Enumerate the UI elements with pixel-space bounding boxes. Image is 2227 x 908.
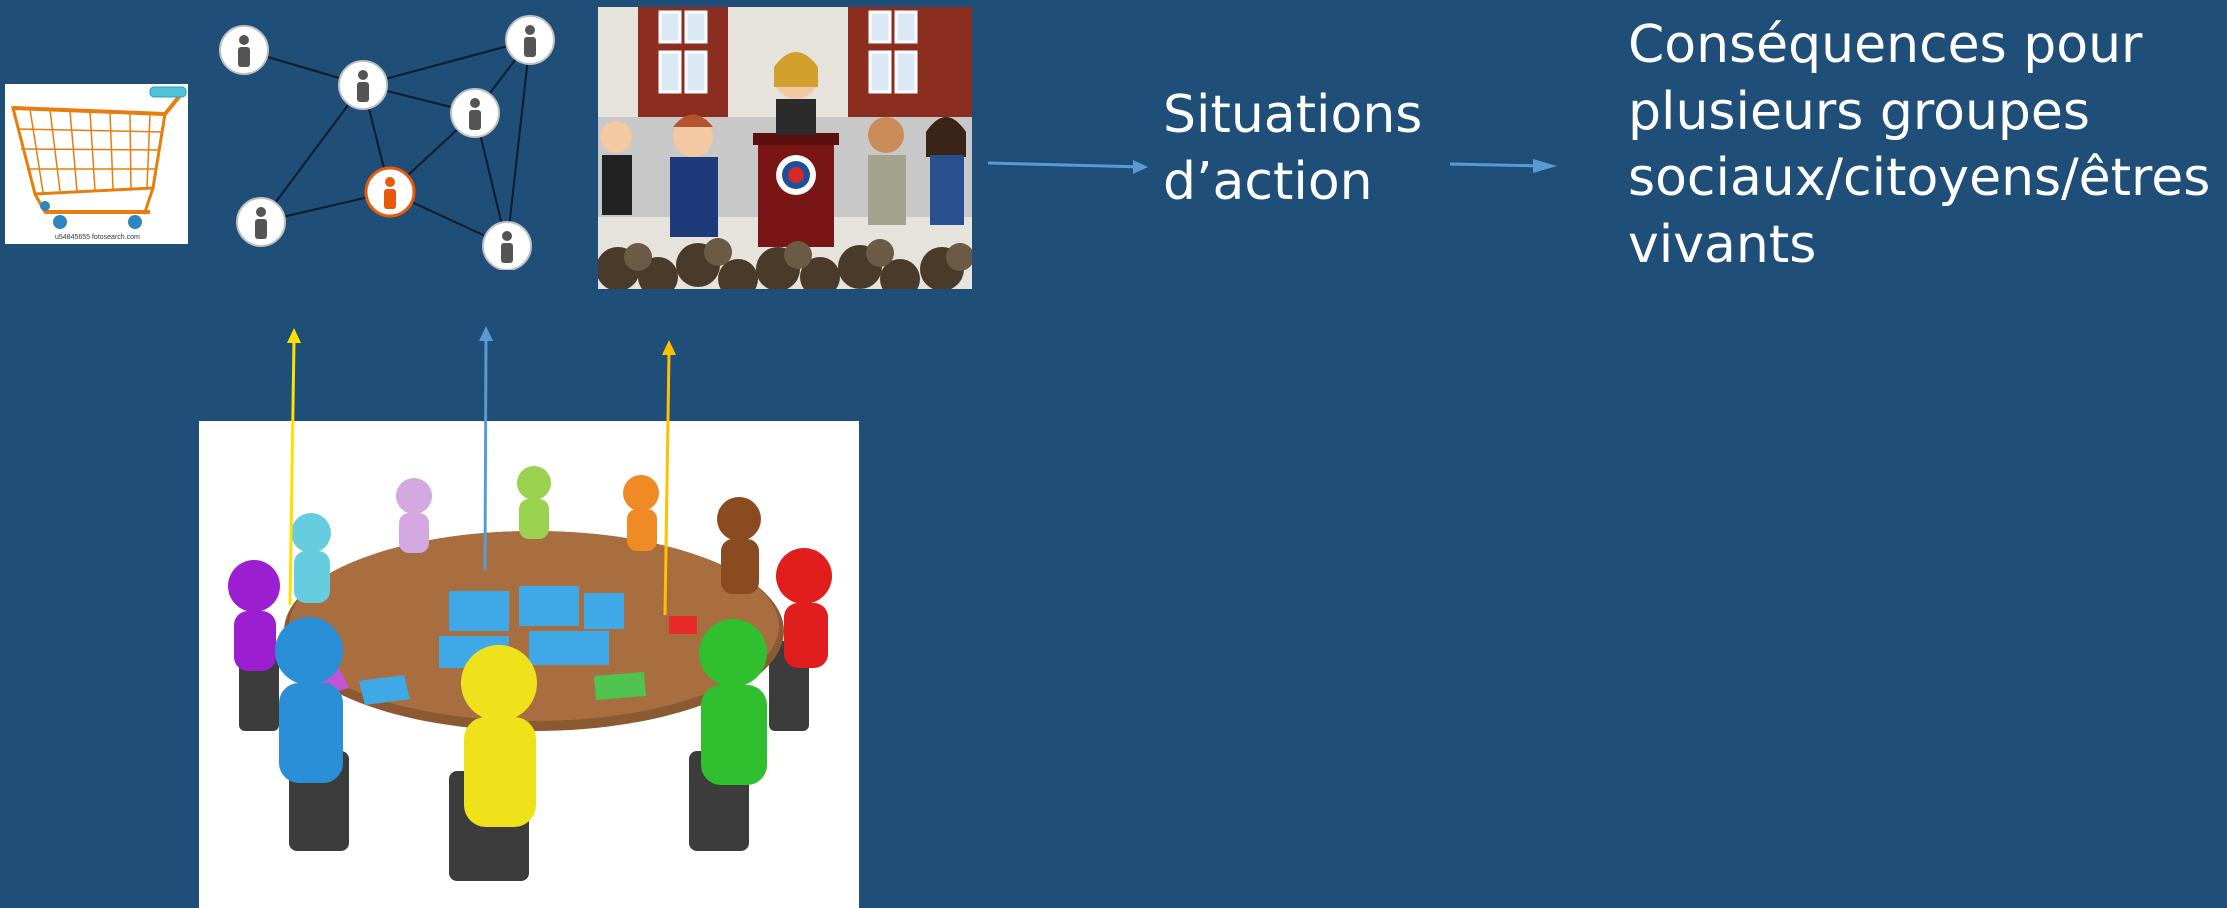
arrow-situations-to-consequences (1449, 159, 1557, 173)
meeting-person (623, 475, 659, 551)
meeting-person (699, 619, 767, 785)
shopping-cart-image: u54845655 fotosearch.com (5, 84, 188, 244)
political-debate-image (598, 7, 972, 289)
network-node (505, 15, 555, 65)
consequences-label: Conséquences pour plusieurs groupes soci… (1628, 12, 2227, 278)
consequences-line: Conséquences pour (1628, 15, 2143, 75)
seated-person (926, 117, 966, 225)
network-node (482, 221, 532, 270)
meeting-person (396, 478, 432, 553)
consequences-line: plusieurs groupes (1628, 81, 2091, 142)
network-node (219, 25, 269, 75)
network-node (450, 88, 500, 138)
situations-action-label: Situations d’action (1163, 82, 1523, 215)
network-node (236, 197, 286, 247)
meeting-person (517, 466, 551, 539)
seated-person (868, 117, 906, 225)
cart-caption: u54845655 fotosearch.com (55, 234, 140, 241)
meeting-person (717, 497, 761, 594)
round-table-meeting-image (199, 421, 859, 908)
seated-person (600, 121, 632, 215)
consequences-line: vivants (1628, 214, 1817, 275)
arrow-political-to-situations (987, 160, 1148, 174)
consequences-line: sociaux/citoyens/êtres (1628, 148, 2211, 209)
network-node (338, 60, 388, 110)
meeting-person (275, 617, 343, 783)
social-network-image (208, 10, 563, 270)
network-node-highlighted (364, 166, 416, 218)
meeting-person (461, 645, 537, 827)
situations-line: d’action (1163, 151, 1373, 212)
meeting-person (228, 560, 280, 671)
meeting-person (776, 548, 832, 668)
situations-line: Situations (1163, 85, 1423, 145)
meeting-person (291, 513, 331, 603)
seated-person (670, 114, 718, 237)
